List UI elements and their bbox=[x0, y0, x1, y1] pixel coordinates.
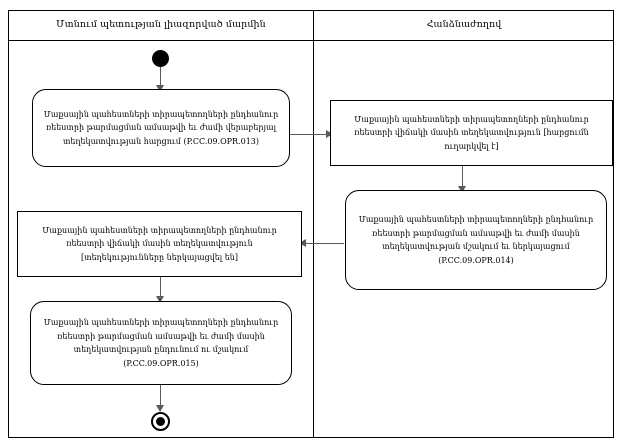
action-node-opr-013-label: Մաքսային պահեստների տիրապետողների ընդհան… bbox=[43, 109, 279, 146]
signal-node-info-provided[interactable]: Մաքսային պահեստների տիրապետողների ընդհան… bbox=[17, 211, 302, 277]
action-node-opr-014-label: Մաքսային պահեստների տիրապետողների ընդհան… bbox=[358, 215, 594, 265]
signal-node-info-provided-label: Մաքսային պահեստների տիրապետողների ընդհան… bbox=[42, 225, 277, 262]
edge-action-015-to-final bbox=[160, 385, 161, 411]
edge-signal-request-sent-to-action-014 bbox=[462, 166, 463, 190]
arrowhead-signal-request-sent-to-action-014 bbox=[458, 186, 466, 193]
initial-node bbox=[152, 50, 169, 67]
swimlane-header-divider bbox=[8, 40, 614, 41]
signal-node-request-sent[interactable]: Մաքսային պահեստների տիրապետողների ընդհան… bbox=[330, 100, 613, 166]
edge-action-014-to-signal-info-provided bbox=[302, 243, 344, 244]
arrowhead-action-014-to-signal-info-provided bbox=[299, 239, 306, 247]
signal-node-request-sent-label: Մաքսային պահեստների տիրապետողների ընդհան… bbox=[354, 114, 589, 151]
swimlane-header-state-authority: Մտնում պետության լիազորված մարմին bbox=[56, 19, 266, 30]
action-node-opr-015-label: Մաքսային պահեստների տիրապետողների ընդհան… bbox=[43, 318, 279, 368]
arrowhead-action-015-to-final bbox=[156, 405, 164, 412]
edge-initial-to-action-013 bbox=[160, 67, 161, 89]
final-node bbox=[151, 412, 170, 431]
action-node-opr-015[interactable]: Մաքսային պահեստների տիրապետողների ընդհան… bbox=[30, 301, 292, 385]
action-node-opr-014[interactable]: Մաքսային պահեստների տիրապետողների ընդհան… bbox=[345, 190, 607, 290]
swimlane-header-commission: Հանձնաժողով bbox=[426, 19, 502, 30]
arrowhead-signal-info-provided-to-action-015 bbox=[156, 296, 164, 303]
arrowhead-initial-to-action-013 bbox=[156, 85, 164, 92]
action-node-opr-013[interactable]: Մաքսային պահեստների տիրապետողների ընդհան… bbox=[32, 89, 290, 167]
swimlane-vertical-divider bbox=[313, 10, 314, 438]
arrowhead-action-013-to-signal-request-sent bbox=[326, 130, 333, 138]
edge-action-013-to-signal-request-sent bbox=[290, 134, 332, 135]
edge-signal-info-provided-to-action-015 bbox=[160, 277, 161, 301]
